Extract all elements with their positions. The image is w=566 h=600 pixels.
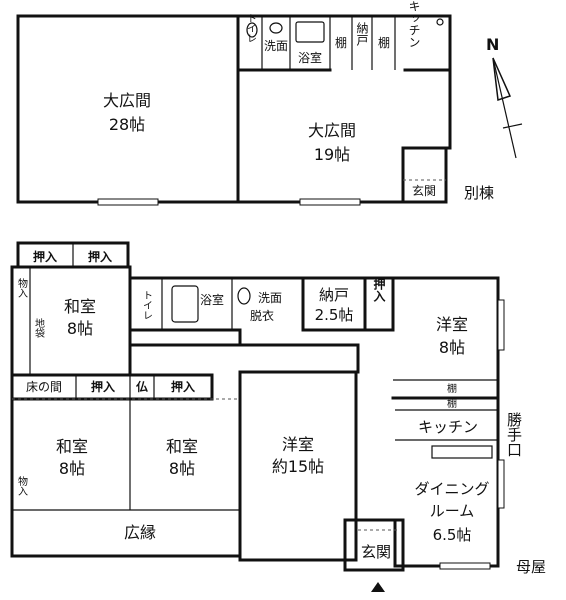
main-youshitsu-b-name: 洋室 [282, 435, 314, 454]
main-jibukuro: 地袋 [33, 317, 45, 338]
main-closet-d: 押入 [91, 379, 115, 394]
annex-washroom: 洗面 [264, 39, 288, 53]
main-dining-line2: ルーム [430, 502, 475, 520]
main-butsudan: 仏 [136, 380, 148, 394]
annex-shelf-left: 棚 [335, 35, 347, 50]
north-arrow-icon: N [486, 35, 523, 159]
main-shelf-a: 棚 [447, 382, 457, 395]
annex-label: 別棟 [464, 184, 494, 202]
annex-kitchen: キッチン [407, 0, 421, 48]
main-service-door: 勝手口 [505, 412, 523, 457]
main-shelf-b: 棚 [447, 397, 457, 410]
main-washitsu-a-name: 和室 [64, 297, 96, 316]
entrance-arrow-icon [371, 582, 385, 592]
annex-shelf-right: 棚 [378, 35, 390, 50]
main-washitsu-a-size: 8帖 [67, 319, 93, 338]
main-closet-a: 押入 [33, 249, 57, 264]
main-storage-name: 納戸 [319, 286, 349, 304]
annex-toilet: トイレ [245, 13, 257, 43]
main-monoire-top: 物入 [16, 277, 28, 298]
main-closet-b: 押入 [88, 249, 112, 264]
annex-storage: 納戸 [355, 22, 369, 47]
main-dining-size: 6.5帖 [433, 526, 472, 544]
main-entrance: 玄関 [361, 543, 391, 561]
main-building [10, 241, 505, 572]
main-washitsu-b-size: 8帖 [59, 459, 85, 478]
main-closet-e: 押入 [171, 379, 195, 394]
annex-bath: 浴室 [298, 50, 322, 65]
main-monoire-bottom: 物入 [16, 475, 28, 496]
main-bath: 浴室 [200, 292, 224, 307]
annex-hall19-name: 大広間 [308, 121, 356, 140]
annex-building [16, 14, 452, 206]
main-storage-size: 2.5帖 [315, 306, 354, 324]
main-dressing: 脱衣 [250, 308, 274, 323]
main-closet-c: 押入 [372, 277, 386, 303]
main-youshitsu-a-size: 8帖 [439, 338, 465, 357]
main-youshitsu-b-size: 約15帖 [272, 457, 324, 476]
main-washitsu-b-name: 和室 [56, 437, 88, 456]
main-label: 母屋 [516, 558, 546, 576]
main-toilet: トイレ [141, 290, 153, 320]
main-youshitsu-a-name: 洋室 [436, 315, 468, 334]
annex-hall28-name: 大広間 [103, 91, 151, 110]
main-washitsu-c-name: 和室 [166, 437, 198, 456]
annex-entrance: 玄関 [412, 183, 436, 198]
main-washroom: 洗面 [258, 291, 282, 305]
annex-hall19-size: 19帖 [314, 145, 350, 164]
annex-hall28-size: 28帖 [109, 115, 145, 134]
main-dining-line1: ダイニング [414, 480, 489, 498]
compass-north: N [486, 35, 499, 54]
main-tokonoma: 床の間 [26, 380, 62, 394]
main-veranda: 広縁 [124, 523, 156, 542]
main-washitsu-c-size: 8帖 [169, 459, 195, 478]
main-kitchen: キッチン [418, 418, 478, 436]
